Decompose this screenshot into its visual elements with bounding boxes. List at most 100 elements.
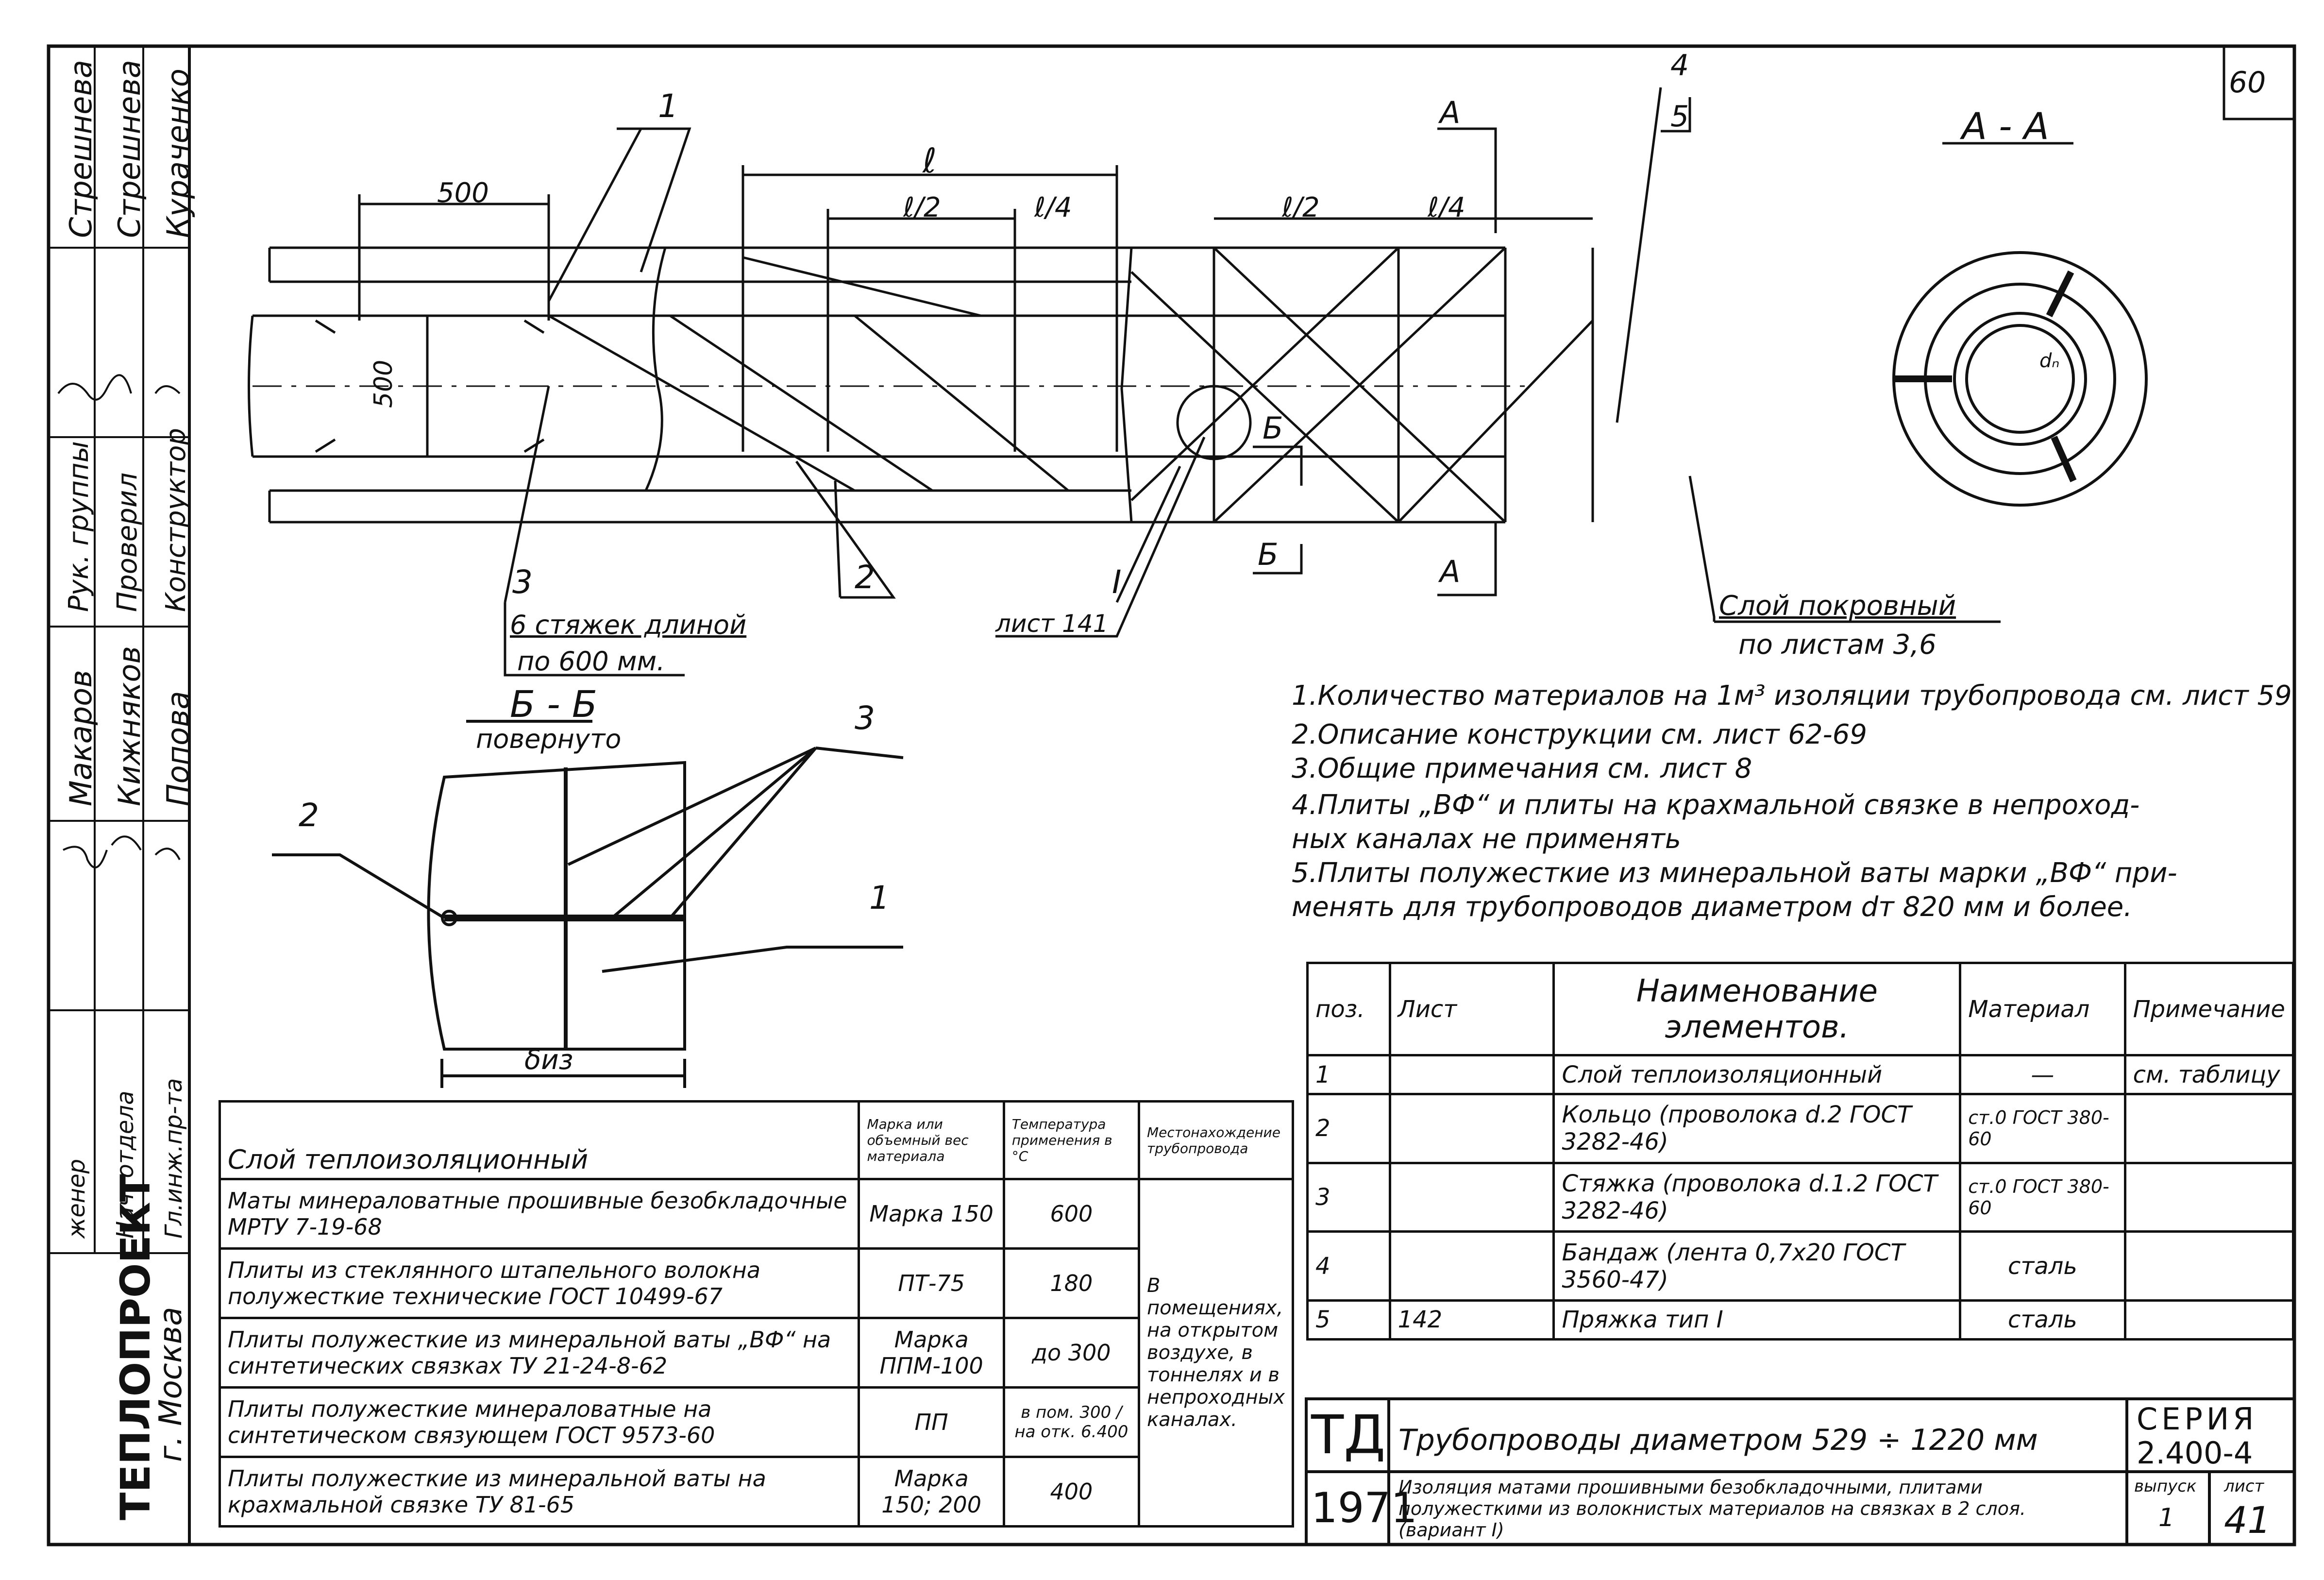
callout-4: 4	[1670, 49, 1689, 83]
pipe-elevation	[248, 87, 2073, 677]
cell: Плиты полужесткие из минеральной ваты „В…	[218, 1317, 860, 1389]
cell: 4	[1306, 1230, 1391, 1302]
stamp-city: г. Москва	[153, 1307, 189, 1462]
table-row: Плиты полужесткие минераловатные на синт…	[218, 1386, 1293, 1458]
dim-l4-b: ℓ/4	[1428, 192, 1465, 223]
layer-header-temp: Температура применения в °С	[1002, 1100, 1141, 1180]
cell: 600	[1002, 1178, 1141, 1250]
layer-table: Слой теплоизоляционный Марка или объемны…	[218, 1100, 1294, 1528]
stamp-role-1: Гл.инж.пр-та	[160, 1078, 187, 1239]
note-4: 4.Плиты „ВФ“ и плиты на крахмальной связ…	[1292, 789, 2140, 821]
cell: Марка 150	[858, 1178, 1005, 1250]
cell: Стяжка (проволока d.1.2 ГОСТ 3282-46)	[1552, 1161, 1962, 1233]
series-label: СЕРИЯ	[2137, 1401, 2258, 1437]
callout-2-bb: 2	[299, 797, 319, 834]
section-bb-drawing	[272, 720, 904, 1088]
callout-2-main: 2	[855, 559, 875, 596]
sheet-label: лист	[2224, 1477, 2264, 1496]
cell: ПТ-75	[858, 1247, 1005, 1319]
dim-l2-b: ℓ/2	[1282, 192, 1320, 223]
stamp-name-1: Стрешнева	[63, 60, 99, 238]
note-5b: менять для трубопроводов диаметром dт 82…	[1292, 891, 2133, 923]
cell: до 300	[1002, 1317, 1141, 1389]
dim-500-side: 500	[369, 359, 398, 408]
issue-label: выпуск	[2134, 1477, 2197, 1496]
title-main: Трубопроводы диаметром 529 ÷ 1220 мм	[1398, 1423, 2038, 1457]
callout-1-bb: 1	[869, 879, 890, 917]
page-number-box	[2223, 45, 2296, 120]
callout-I: I	[1112, 563, 1122, 601]
sheet-value: 41	[2224, 1498, 2271, 1542]
sheet-ref-label: лист 141	[995, 610, 1109, 638]
straps-label-2: по 600 мм.	[517, 646, 665, 677]
table-row: Маты минераловатные прошивные безобкладо…	[218, 1178, 1294, 1528]
cell	[1388, 1161, 1555, 1233]
cover-layer-label-2: по листам 3,6	[1738, 629, 1937, 661]
cell	[2123, 1230, 2295, 1302]
signatures	[57, 374, 181, 868]
stamp-name-3: Кураченко	[160, 68, 196, 238]
stamp-grid	[49, 46, 189, 1254]
cell	[2123, 1299, 2295, 1341]
title-subtitle: Изоляция матами прошивными безобкладочны…	[1398, 1477, 2026, 1541]
cell: Плиты полужесткие из минеральной ваты на…	[218, 1456, 860, 1528]
stamp-name-2: Стрешнева	[112, 60, 147, 238]
dim-biz: δиз	[524, 1044, 573, 1076]
cell: Марка ППМ-100	[858, 1317, 1005, 1389]
callout-3-main: 3	[512, 563, 533, 601]
section-mark-b-top: Б	[1263, 410, 1283, 446]
spec-header-material: Материал	[1959, 962, 2126, 1056]
note-5: 5.Плиты полужесткие из минеральной ваты …	[1292, 857, 2177, 889]
layer-header-row: Слой теплоизоляционный Марка или объемны…	[218, 1100, 1294, 1180]
dim-l2-a: ℓ/2	[903, 192, 941, 223]
cell: 2	[1306, 1093, 1391, 1164]
note-2: 2.Описание конструкции см. лист 62-69	[1292, 719, 1867, 750]
spec-header-sheet: Лист	[1388, 962, 1555, 1056]
cell: Марка 150; 200	[858, 1456, 1005, 1528]
cell	[2123, 1093, 2295, 1164]
layer-header-grade: Марка или объемный вес материала	[858, 1100, 1005, 1180]
cell	[1388, 1230, 1555, 1302]
cell: Плиты из стеклянного штапельного волокна…	[218, 1247, 860, 1319]
location-note: В помещениях, на открытом воздухе, в тон…	[1138, 1178, 1294, 1528]
stamp-role-extra: женер	[63, 1158, 90, 1239]
cell: 1	[1306, 1053, 1391, 1096]
section-bb-subtitle: повернуто	[476, 724, 622, 754]
cell: в пом. 300 / на отк. 6.400	[1002, 1386, 1141, 1458]
table-row: 4 Бандаж (лента 0,7х20 ГОСТ 3560-47) ста…	[1306, 1230, 2295, 1302]
table-row: 2 Кольцо (проволока d.2 ГОСТ 3282-46) ст…	[1306, 1093, 2295, 1164]
section-mark-b-bottom: Б	[1258, 537, 1279, 572]
cell	[1388, 1053, 1555, 1096]
cell: Маты минераловатные прошивные безобкладо…	[218, 1178, 860, 1250]
note-4b: ных каналах не применять	[1292, 823, 1681, 855]
issue-value: 1	[2158, 1503, 2175, 1532]
spec-header-name: Наименование элементов.	[1552, 962, 1962, 1056]
dim-l: ℓ	[923, 141, 937, 181]
note-3: 3.Общие примечания см. лист 8	[1292, 753, 1752, 784]
title-year: 1971	[1311, 1484, 1417, 1532]
section-mark-a-bottom: А	[1440, 554, 1461, 589]
section-bb-title: Б - Б	[510, 682, 598, 726]
cell	[2123, 1161, 2295, 1233]
table-row: Плиты из стеклянного штапельного волокна…	[218, 1247, 1293, 1319]
cell: 3	[1306, 1161, 1391, 1233]
spec-header-pos: поз.	[1306, 962, 1391, 1056]
cell: ст.0 ГОСТ 380-60	[1959, 1093, 2126, 1164]
cell: Плиты полужесткие минераловатные на синт…	[218, 1386, 860, 1458]
callout-1-top: 1	[658, 87, 678, 125]
table-row: 5 142 Пряжка тип I сталь	[1306, 1299, 2295, 1341]
title-code: ТД	[1311, 1404, 1386, 1466]
dim-dn: dₙ	[2039, 350, 2060, 372]
outer-frame	[47, 44, 2296, 1546]
cell: см. таблицу	[2123, 1053, 2295, 1096]
title-block-grid	[1305, 1397, 2296, 1546]
spec-table: поз. Лист Наименование элементов. Матери…	[1306, 962, 2295, 1341]
cell: 400	[1002, 1456, 1141, 1528]
table-row: 3 Стяжка (проволока d.1.2 ГОСТ 3282-46) …	[1306, 1161, 2295, 1233]
cell: ПП	[858, 1386, 1005, 1458]
cover-layer-label-1: Слой покровный	[1719, 590, 1956, 622]
straps-label-1: 6 стяжек длиной	[510, 610, 747, 640]
table-row: 1 Слой теплоизоляционный — см. таблицу	[1306, 1053, 2295, 1096]
cell: ст.0 ГОСТ 380-60	[1959, 1161, 2126, 1233]
cell: сталь	[1959, 1230, 2126, 1302]
